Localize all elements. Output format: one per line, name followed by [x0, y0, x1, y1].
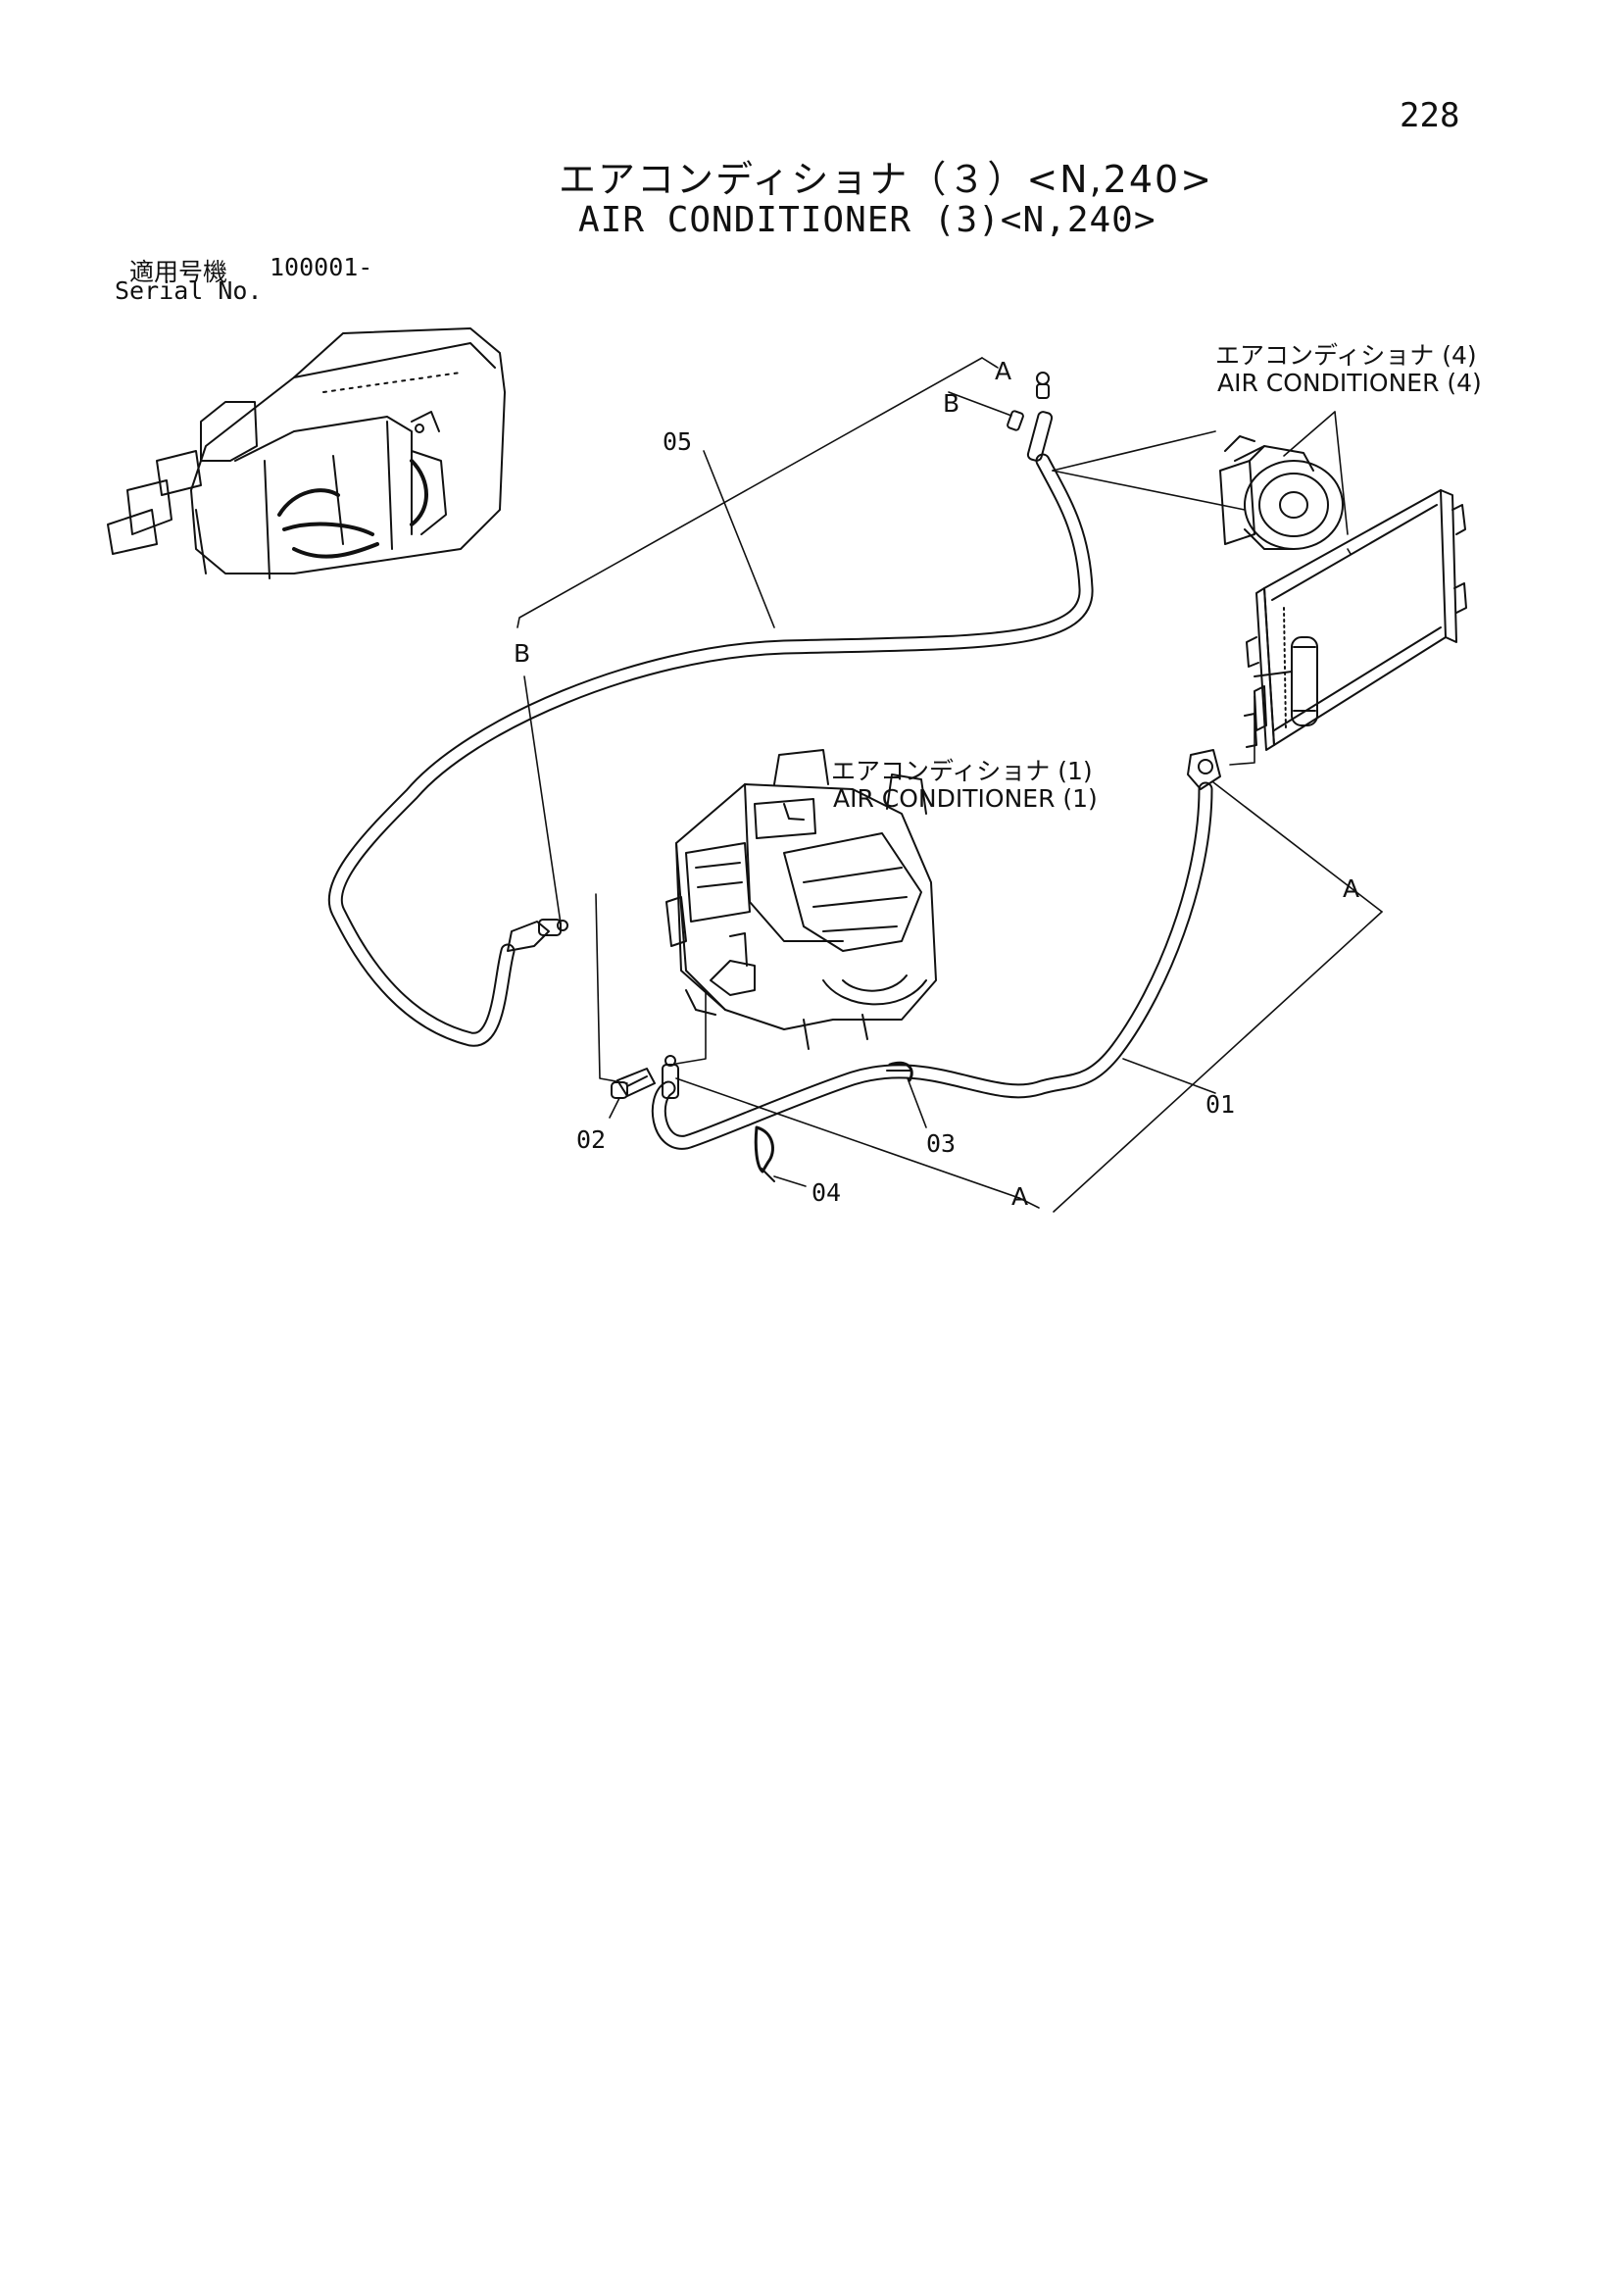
connection-label-b-left: B	[514, 639, 531, 668]
connection-label-b-top: B	[943, 389, 960, 418]
hose-01	[659, 750, 1220, 1142]
air-conditioner-unit-4	[1220, 436, 1466, 750]
connection-label-a-right: A	[1343, 874, 1360, 903]
part-number-04: 04	[812, 1178, 842, 1207]
part-number-03: 03	[926, 1129, 957, 1158]
hose-05-fittings	[508, 373, 1053, 951]
connection-label-a-bottom: A	[1011, 1182, 1029, 1211]
page-title-english: AIR CONDITIONER (3)<N,240>	[578, 200, 1156, 240]
serial-label-japanese: 適用号機	[129, 258, 228, 286]
leader-lines	[517, 358, 1382, 1212]
clamps	[756, 1063, 911, 1181]
page-number: 228	[1400, 96, 1460, 135]
excavator-thumbnail	[108, 328, 505, 578]
connection-label-a-top: A	[995, 357, 1012, 385]
fitting-02	[612, 1069, 655, 1098]
serial-value: 100001-	[270, 253, 373, 281]
serial-label-english: Serial No.	[115, 276, 263, 305]
part-number-02: 02	[576, 1125, 607, 1154]
callout-ac4-japanese: エアコンディショナ (4)	[1215, 341, 1477, 370]
callout-ac4-english: AIR CONDITIONER (4)	[1217, 369, 1482, 397]
callout-ac1-english: AIR CONDITIONER (1)	[833, 784, 1098, 813]
callout-ac1-japanese: エアコンディショナ (1)	[831, 757, 1093, 785]
air-conditioner-unit-1	[666, 750, 936, 1049]
part-number-01: 01	[1205, 1090, 1236, 1119]
hose-05	[335, 461, 1086, 1039]
part-number-05: 05	[663, 427, 693, 456]
page-title-japanese: エアコンディショナ（３）<N,240>	[559, 158, 1214, 201]
